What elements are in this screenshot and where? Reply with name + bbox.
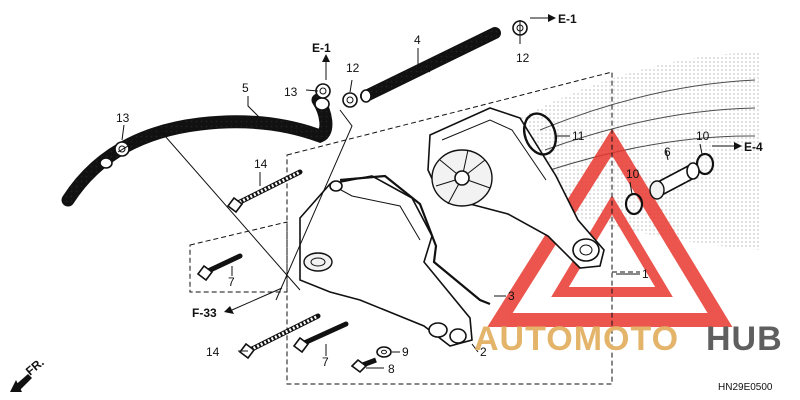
ref-fr: FR. — [23, 355, 47, 378]
bolt-14-lower — [238, 313, 321, 360]
callout-6: 6 — [664, 145, 671, 159]
callout-14: 14 — [254, 157, 268, 171]
figure-code: HN29E0500 — [718, 382, 773, 393]
callout-8: 8 — [388, 362, 395, 376]
arrow-e1-mid — [322, 54, 330, 80]
o-ring-11 — [522, 112, 558, 156]
callout-3: 3 — [508, 289, 515, 303]
callout-10: 10 — [696, 129, 710, 143]
callout-12: 12 — [516, 51, 530, 65]
watermark-brand-b: HUB — [706, 320, 783, 358]
watermark-brand-a: AUTOMOTO — [474, 320, 679, 358]
callout-12: 12 — [346, 61, 360, 75]
callout-5: 5 — [242, 81, 249, 95]
clamp-12-lower — [342, 92, 358, 108]
water-joint-6 — [649, 162, 700, 200]
arrow-f33 — [224, 287, 283, 314]
callout-1: 1 — [642, 267, 649, 281]
arrow-e4 — [712, 142, 742, 150]
clamp-13-lower — [114, 141, 130, 157]
clamp-13-upper — [315, 83, 331, 99]
callout-7: 7 — [322, 355, 329, 369]
hose-4 — [360, 27, 501, 103]
water-pump-cover — [299, 175, 473, 347]
hose-5 — [61, 93, 333, 207]
callout-7: 7 — [228, 275, 235, 289]
arrow-e1-top — [530, 14, 556, 22]
bolt-14-upper — [226, 169, 303, 214]
callout-9: 9 — [402, 345, 409, 359]
callout-14: 14 — [206, 345, 220, 359]
callout-10: 10 — [626, 167, 640, 181]
callout-4: 4 — [414, 33, 421, 47]
water-pump-body — [427, 107, 605, 269]
ref-e1-top: E-1 — [558, 12, 577, 26]
bolt-8 — [350, 357, 377, 374]
ref-e4: E-4 — [744, 140, 763, 154]
leader-lines — [117, 20, 703, 369]
bolt-7-lower — [292, 321, 349, 354]
assembly-outline — [189, 71, 640, 385]
callout-11: 11 — [572, 129, 585, 143]
arrow-fr — [10, 374, 32, 392]
callout-13: 13 — [116, 111, 130, 125]
bolt-7-upper — [196, 253, 243, 282]
callout-13: 13 — [284, 85, 298, 99]
callout-2: 2 — [480, 345, 487, 359]
o-ring-10-lower — [624, 192, 644, 216]
ref-e1-mid: E-1 — [312, 41, 331, 55]
gasket-3 — [339, 174, 491, 306]
washer-9 — [376, 346, 392, 358]
ref-f33: F-33 — [192, 306, 217, 320]
